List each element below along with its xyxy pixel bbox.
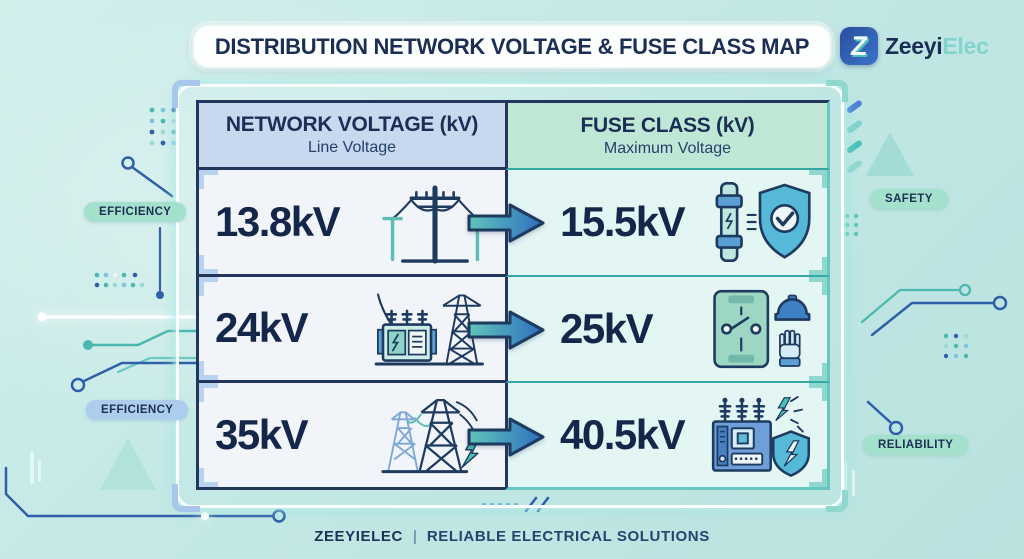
slash-decoration bbox=[524, 496, 550, 513]
fuse-shield-check-icon bbox=[707, 178, 813, 266]
arrow-right-icon bbox=[467, 310, 545, 350]
triangle-decoration bbox=[866, 132, 914, 176]
column-header: FUSE CLASS (kV) bbox=[580, 113, 755, 137]
table-row-2-fuse-cell: 25kV bbox=[505, 276, 830, 384]
column-subheader: Maximum Voltage bbox=[603, 139, 732, 157]
network-voltage-value: 24kV bbox=[215, 304, 309, 352]
table-row-1-network-cell: 13.8kV bbox=[196, 170, 505, 277]
logo-text-secondary: Elec bbox=[942, 32, 989, 59]
logo-text-primary: Zeeyi bbox=[885, 32, 943, 59]
dot-grid-decoration bbox=[94, 272, 145, 288]
network-voltage-value: 13.8kV bbox=[215, 197, 341, 245]
dot-grid-decoration bbox=[844, 213, 859, 237]
dot-grid-decoration bbox=[943, 333, 969, 359]
side-label-reliability: RELIABILITY bbox=[863, 435, 969, 455]
switchgear-ppe-icon bbox=[709, 286, 813, 372]
brand-logo: Z ZeeyiElec bbox=[840, 26, 989, 66]
column-header: NETWORK VOLTAGE (kV) bbox=[225, 113, 479, 136]
side-label-safety: SAFETY bbox=[870, 189, 948, 209]
arrow-right-icon bbox=[467, 417, 545, 457]
footer-brand: ZEEYIELEC bbox=[314, 528, 403, 545]
dot-grid-decoration bbox=[149, 107, 177, 146]
side-label-efficiency-2: EFFICIENCY bbox=[86, 400, 189, 420]
fuse-class-value: 25kV bbox=[560, 304, 654, 352]
logo-z-icon: Z bbox=[840, 27, 878, 65]
equipment-shield-icon bbox=[703, 390, 813, 480]
table-row-2-network-cell: 24kV bbox=[196, 276, 505, 384]
footer-tagline: RELIABLE ELECTRICAL SOLUTIONS bbox=[426, 528, 710, 545]
table-row-3-network-cell: 35kV bbox=[196, 383, 505, 490]
arrow-right-icon bbox=[467, 203, 545, 243]
page-title: DISTRIBUTION NETWORK VOLTAGE & FUSE CLAS… bbox=[214, 33, 810, 59]
voltage-fuse-table: NETWORK VOLTAGE (kV) Line Voltage FUSE C… bbox=[196, 100, 830, 490]
table-row-1-fuse-cell: 15.5kV bbox=[505, 170, 830, 277]
fuse-class-value: 15.5kV bbox=[560, 198, 686, 246]
side-label-efficiency: EFFICIENCY bbox=[84, 202, 187, 222]
dash-column-decoration bbox=[846, 100, 862, 173]
dot-row-decoration bbox=[481, 502, 519, 508]
footer: ZEEYIELEC | RELIABLE ELECTRICAL SOLUTION… bbox=[0, 528, 1024, 545]
table-row-3-fuse-cell: 40.5kV bbox=[505, 383, 830, 490]
header-network-voltage: NETWORK VOLTAGE (kV) Line Voltage bbox=[196, 100, 505, 170]
logo-letter: Z bbox=[848, 30, 870, 61]
title-banner: DISTRIBUTION NETWORK VOLTAGE & FUSE CLAS… bbox=[192, 24, 832, 69]
fuse-class-value: 40.5kV bbox=[560, 411, 686, 459]
footer-separator: | bbox=[412, 528, 417, 545]
header-fuse-class: FUSE CLASS (kV) Maximum Voltage bbox=[505, 100, 830, 170]
column-subheader: Line Voltage bbox=[307, 139, 397, 156]
logo-wordmark: ZeeyiElec bbox=[885, 32, 989, 60]
network-voltage-value: 35kV bbox=[215, 411, 309, 459]
triangle-decoration bbox=[100, 438, 156, 490]
